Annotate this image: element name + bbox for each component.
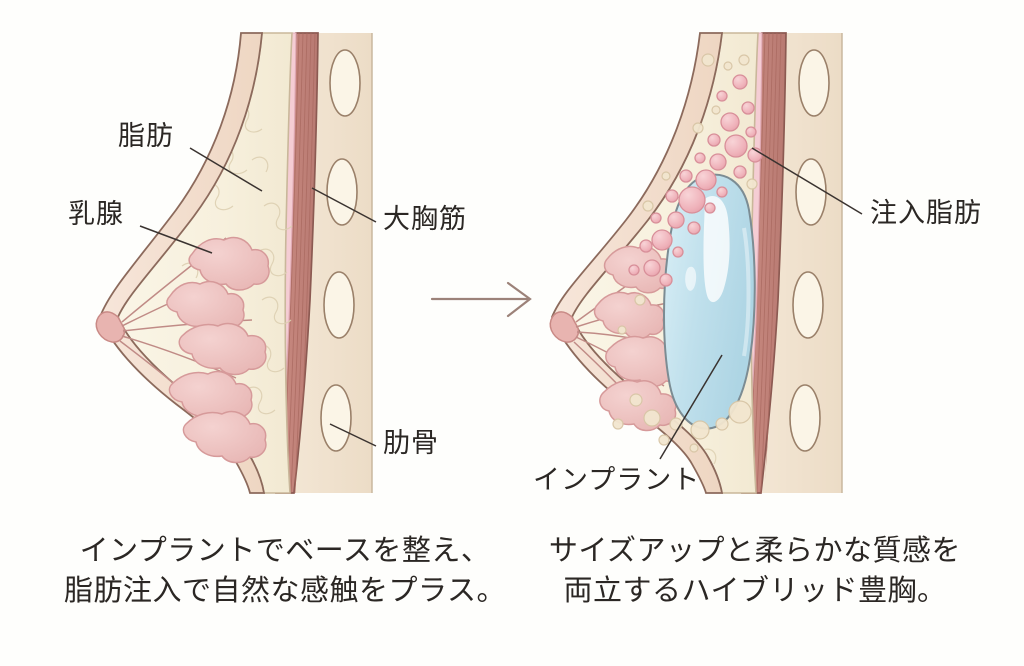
label-injected-fat: 注入脂肪	[870, 198, 982, 228]
rib-group-right	[789, 49, 830, 452]
leader-line-muscle-left	[311, 187, 377, 223]
injected-fat-globules-faded	[612, 53, 758, 453]
left-panel-labels: 脂肪 乳腺 大胸筋 肋骨	[68, 121, 467, 458]
transition-arrow	[430, 281, 532, 318]
muscle-striations-left	[282, 33, 316, 493]
leader-line-rib-left	[329, 423, 377, 447]
right-panel-labels: 注入脂肪 インプラント	[533, 147, 982, 495]
label-implant: インプラント	[533, 465, 700, 495]
implant-highlight-small	[685, 266, 697, 291]
implant-highlight-main	[703, 196, 730, 303]
left-caption-line-1: インプラントでベースを整え、	[80, 534, 491, 567]
mammary-gland-left	[166, 236, 270, 464]
label-fat-left: 脂肪	[118, 121, 174, 151]
leader-line-injected-fat	[751, 147, 863, 215]
label-muscle-left: 大胸筋	[383, 204, 467, 234]
right-caption-line-2: 両立するハイブリッド豊胸。	[564, 574, 947, 607]
arrow-head	[506, 281, 532, 318]
skin-layer-left	[99, 32, 266, 494]
leader-line-gland-left	[139, 225, 213, 254]
right-caption-line-1: サイズアップと柔らかな質感を	[549, 534, 961, 567]
left-anatomy-illustration: 脂肪 乳腺 大胸筋 肋骨	[68, 32, 467, 494]
right-caption: サイズアップと柔らかな質感を 両立するハイブリッド豊胸。	[549, 534, 961, 607]
implant-edge-sheen	[742, 227, 751, 357]
nipple-right	[549, 311, 580, 343]
left-caption-line-2: 脂肪注入で自然な感触をプラス。	[64, 574, 506, 607]
leader-line-implant	[659, 354, 723, 460]
injected-fat-globules	[628, 74, 763, 287]
label-gland-left: 乳腺	[68, 199, 124, 229]
label-rib-left: 肋骨	[383, 428, 439, 458]
right-anatomy-illustration: 注入脂肪 インプラント	[533, 32, 982, 495]
left-caption: インプラントでベースを整え、 脂肪注入で自然な感触をプラス。	[64, 534, 506, 607]
leader-line-fat-left	[189, 147, 263, 192]
